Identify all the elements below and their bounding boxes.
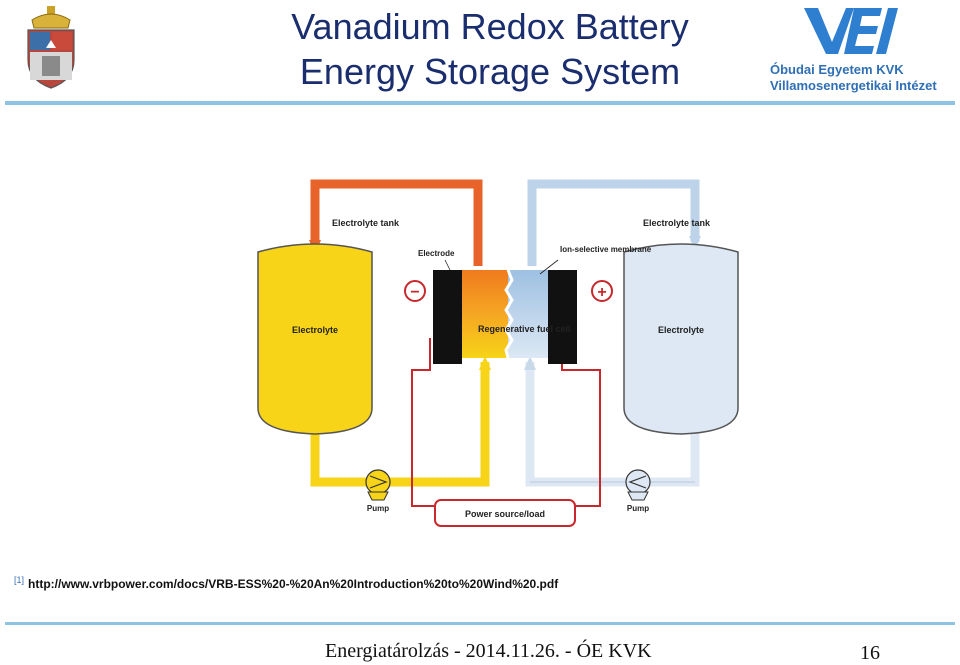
membrane-label: Ion-selective membrane — [560, 245, 652, 254]
right-electrolyte-label: Electrolyte — [658, 325, 704, 335]
minus-sign: − — [410, 284, 419, 301]
power-source-box — [434, 499, 576, 527]
right-pump-label: Pump — [627, 504, 649, 513]
load-label: Power source/load — [465, 509, 545, 519]
right-tank-label: Electrolyte tank — [643, 218, 711, 228]
footer-text: Energiatárolzás - 2014.11.26. - ÓE KVK — [325, 640, 652, 662]
reference-line: [1]http://www.vrbpower.com/docs/VRB-ESS%… — [14, 575, 558, 591]
left-tank-label: Electrolyte tank — [332, 218, 400, 228]
reference-url[interactable]: http://www.vrbpower.com/docs/VRB-ESS%20-… — [28, 577, 559, 591]
blue-supply-pipe — [524, 356, 700, 487]
right-pump — [625, 469, 651, 501]
vei-logo — [800, 4, 910, 60]
footer-divider — [5, 622, 955, 625]
header-divider — [5, 101, 955, 105]
positive-terminal-icon — [591, 280, 613, 302]
university-crest-logo — [22, 6, 80, 92]
left-electrolyte-tank — [257, 243, 373, 435]
slide-title: Vanadium Redox Battery Energy Storage Sy… — [240, 4, 740, 94]
title-line-2: Energy Storage System — [299, 51, 681, 92]
reference-marker: [1] — [14, 575, 25, 585]
vrb-diagram: − + Electrolyte tank Electrolyte tank El… — [240, 170, 740, 540]
institute-line-2: Villamosenergetikai Intézet — [770, 78, 937, 93]
left-pump-label: Pump — [367, 504, 389, 513]
plus-sign: + — [597, 284, 606, 301]
membrane-leader-line — [539, 259, 559, 275]
right-electrolyte-tank — [623, 243, 739, 435]
institute-name: Óbudai Egyetem KVK Villamosenergetikai I… — [770, 62, 937, 94]
regenerative-fuel-cell — [433, 269, 577, 364]
left-pump — [365, 469, 391, 501]
blue-return-pipe — [527, 179, 701, 266]
title-line-1: Vanadium Redox Battery — [291, 6, 689, 47]
institute-line-1: Óbudai Egyetem KVK — [770, 62, 904, 77]
left-electrolyte-label: Electrolyte — [292, 325, 338, 335]
electrode-label: Electrode — [418, 249, 455, 258]
negative-terminal-icon — [404, 280, 426, 302]
page-number: 16 — [860, 642, 880, 664]
electrode-leader-line — [444, 259, 451, 271]
yellow-supply-pipe — [310, 356, 491, 487]
cell-label: Regenerative fuel cell — [478, 324, 571, 334]
